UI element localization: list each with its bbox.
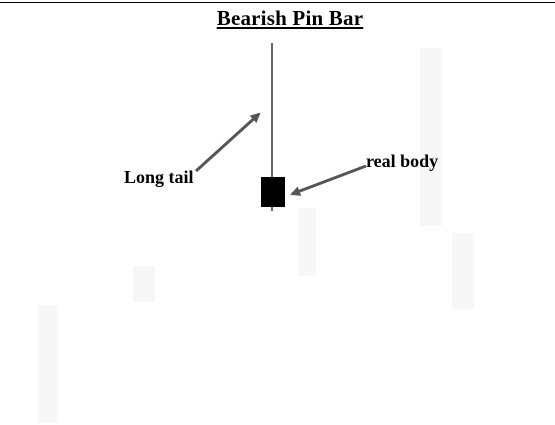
background-bar (38, 305, 58, 423)
background-bar (298, 208, 316, 276)
background-bar (133, 266, 155, 302)
real-body-label: real body (366, 151, 439, 171)
background-bar (420, 48, 442, 226)
candle-body (261, 177, 285, 207)
real-body-arrow (290, 164, 367, 196)
background-bar (452, 233, 474, 309)
top-divider (0, 2, 555, 3)
diagram-title: Bearish Pin Bar (216, 6, 364, 30)
long-tail-label: Long tail (124, 167, 194, 187)
long-tail-arrow (194, 112, 261, 173)
